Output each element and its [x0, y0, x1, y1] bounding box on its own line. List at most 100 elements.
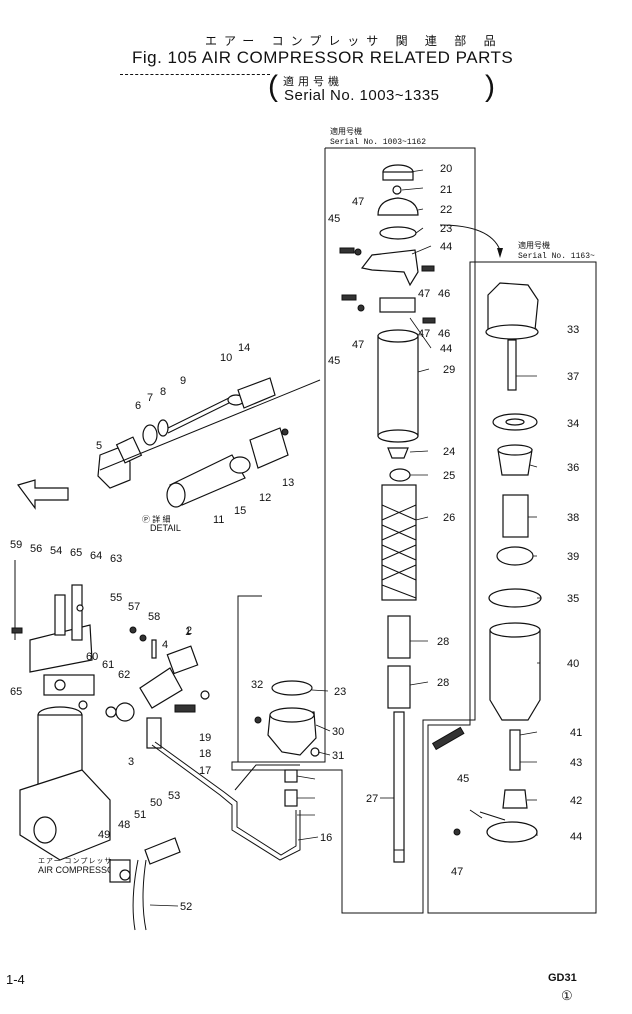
box-connector [237, 595, 262, 762]
right-filter-box [427, 261, 597, 914]
callout-47: 47 [451, 866, 463, 878]
filter-bolts-left [339, 247, 436, 324]
callout-38: 38 [567, 512, 579, 524]
callout-40: 40 [567, 658, 579, 670]
revision-mark: ① [561, 988, 573, 1003]
callout-23b: 23 [334, 686, 346, 698]
callout-35: 35 [567, 593, 579, 605]
callout-61: 61 [102, 659, 114, 671]
bracket-assembly [11, 560, 95, 710]
left-box-jp: 適用号機 [330, 128, 362, 137]
callout-65: 65 [70, 547, 82, 559]
callout-44: 44 [570, 831, 582, 843]
callout-45: 45 [457, 773, 469, 785]
callout-2: 2 [186, 625, 192, 637]
callout-23: 23 [440, 223, 452, 235]
callout-17: 17 [199, 765, 211, 777]
callout-46: 46 [438, 288, 450, 300]
callout-27: 27 [366, 793, 378, 805]
callout-30: 30 [332, 726, 344, 738]
callout-65b: 65 [10, 686, 22, 698]
callout-33: 33 [567, 324, 579, 336]
serial-range: Serial No. 1003~1335 [284, 87, 440, 104]
callout-55: 55 [110, 592, 122, 604]
callout-32: 32 [251, 679, 263, 691]
right-bolts [431, 726, 465, 836]
detail-label: DETAIL [150, 523, 181, 533]
air-compressor [19, 706, 111, 861]
callout-37: 37 [567, 371, 579, 383]
callout-24: 24 [443, 446, 455, 458]
callout-48: 48 [118, 819, 130, 831]
callout-1: 1 [185, 626, 191, 638]
callout-39: 39 [567, 551, 579, 563]
front-arrow-icon [17, 479, 69, 510]
serial-bracket-left: ( [268, 70, 278, 103]
callout-47d: 47 [418, 328, 430, 340]
compressor-label-jp: エアー コンプレッサ [38, 858, 113, 865]
page-number: 1-4 [6, 972, 25, 987]
callout-42: 42 [570, 795, 582, 807]
callout-9: 9 [180, 375, 186, 387]
callout-50: 50 [150, 797, 162, 809]
callout-28b: 28 [437, 677, 449, 689]
callout-3: 3 [128, 756, 134, 768]
callout-44b: 44 [440, 241, 452, 253]
callout-36: 36 [567, 462, 579, 474]
callout-11: 11 [213, 514, 224, 526]
callout-18: 18 [199, 748, 211, 760]
filter-assembly-right [469, 282, 542, 843]
callout-29: 29 [443, 364, 455, 376]
detail-mark: Ⓟ 詳 細 [142, 515, 171, 524]
callout-47c: 47 [418, 288, 430, 300]
valve-detail [97, 377, 321, 508]
callout-56: 56 [30, 543, 42, 555]
callout-47e: 47 [352, 339, 364, 351]
callout-14: 14 [238, 342, 250, 354]
callout-12: 12 [259, 492, 271, 504]
figure-title: Fig. 105 AIR COMPRESSOR RELATED PARTS [132, 48, 514, 67]
callout-28: 28 [437, 636, 449, 648]
callout-26: 26 [443, 512, 455, 524]
callout-46b: 46 [438, 328, 450, 340]
callout-62: 62 [118, 669, 130, 681]
callout-45b: 45 [328, 213, 340, 225]
callout-45c: 45 [328, 355, 340, 367]
left-filter-box [231, 147, 476, 914]
air-pipe [151, 741, 301, 861]
callout-6: 6 [135, 400, 141, 412]
filter-base [254, 680, 320, 807]
callout-43: 43 [570, 757, 582, 769]
leader-lines [149, 169, 541, 907]
callout-59: 59 [10, 539, 22, 551]
drawing-code: GD31 [548, 972, 577, 984]
callout-44c: 44 [440, 343, 452, 355]
callout-7: 7 [147, 392, 153, 404]
callouts: 1 2 3 4 5 6 7 8 9 10 11 12 13 14 15 16 1… [10, 163, 582, 913]
drain-hose [109, 837, 181, 931]
serial-label-japanese: 適用号機 [283, 76, 343, 88]
callout-64: 64 [90, 550, 102, 562]
compressor-label: AIR COMPRESSOR [38, 865, 121, 875]
title-japanese: エアー コンプレッサ 関 連 部 品 [205, 34, 503, 48]
callout-15: 15 [234, 505, 246, 517]
right-box-serial: Serial No. 1163~ [518, 252, 595, 261]
callout-41: 41 [570, 727, 582, 739]
callout-49: 49 [98, 829, 110, 841]
callout-8: 8 [160, 386, 166, 398]
curved-arrow [439, 224, 501, 251]
callout-57: 57 [128, 601, 140, 613]
left-box-serial: Serial No. 1003~1162 [330, 138, 427, 147]
callout-54: 54 [50, 545, 62, 557]
callout-4: 4 [162, 639, 168, 651]
callout-58: 58 [148, 611, 160, 623]
callout-60: 60 [86, 651, 98, 663]
callout-19: 19 [199, 732, 211, 744]
callout-22: 22 [440, 204, 452, 216]
callout-51: 51 [134, 809, 146, 821]
right-box-jp: 適用号機 [518, 242, 550, 251]
callout-52: 52 [180, 901, 192, 913]
callout-21: 21 [440, 184, 452, 196]
serial-bracket-right: ) [485, 70, 495, 103]
callout-20: 20 [440, 163, 452, 175]
